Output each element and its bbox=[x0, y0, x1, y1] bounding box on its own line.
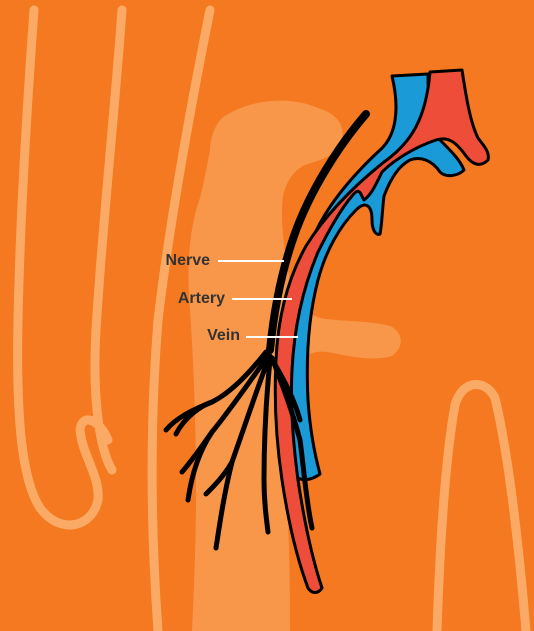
artery-label: Artery bbox=[178, 291, 225, 307]
nerve-label: Nerve bbox=[166, 253, 210, 269]
vein-label: Vein bbox=[207, 328, 240, 344]
